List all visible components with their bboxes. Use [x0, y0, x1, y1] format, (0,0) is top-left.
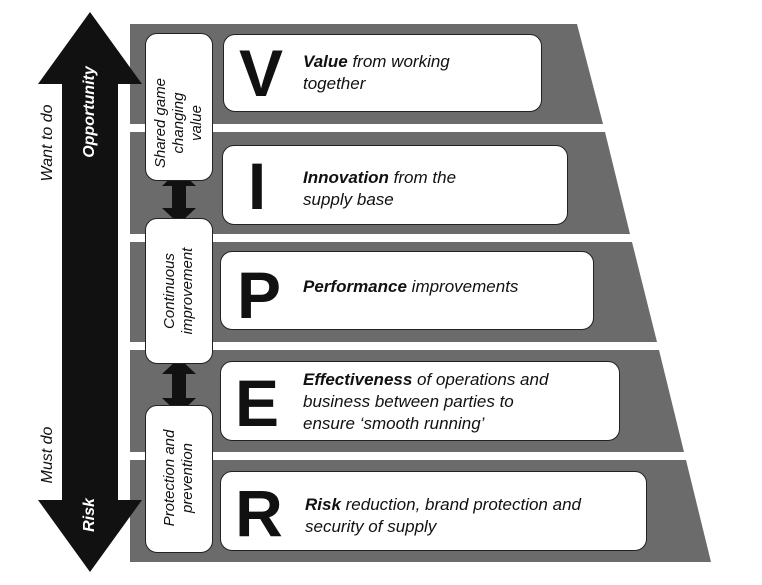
tier-box-i	[222, 145, 568, 225]
must-do-label: Must do	[39, 426, 56, 484]
tier-box-r	[220, 471, 647, 551]
letter-v: V	[238, 36, 284, 110]
tier-box-p	[220, 251, 594, 330]
want-to-do-label: Want to do	[39, 104, 56, 182]
letter-e: E	[234, 366, 280, 440]
tier-desc-i: Innovation from the supply base	[303, 168, 457, 209]
tier-box-v	[223, 34, 542, 112]
tier-desc-r: Risk reduction, brand protection and sec…	[305, 495, 581, 536]
letter-p: P	[236, 258, 282, 332]
letter-i: I	[247, 149, 267, 223]
tier-desc-v: Value from working together	[303, 52, 450, 93]
side-text-continuous-improvement: Continuous improvement	[161, 247, 196, 335]
tier-desc-p: Performance improvements	[303, 277, 519, 296]
connector-arrow-2	[162, 358, 196, 414]
opportunity-label: Opportunity	[81, 66, 98, 158]
side-box-shared-value	[145, 33, 213, 181]
side-text-protection: Protection and prevention	[161, 429, 196, 527]
connector-arrow-1	[162, 170, 196, 224]
risk-label: Risk	[81, 498, 98, 532]
tier-desc-e: Effectiveness of operations and business…	[303, 370, 549, 433]
side-box-continuous-improvement	[145, 218, 213, 364]
side-text-shared-value: Shared game changing value	[152, 77, 205, 169]
side-box-protection	[145, 405, 213, 553]
tier-box-e	[220, 361, 620, 441]
letter-r: R	[235, 476, 283, 550]
opportunity-risk-arrow	[38, 12, 142, 572]
